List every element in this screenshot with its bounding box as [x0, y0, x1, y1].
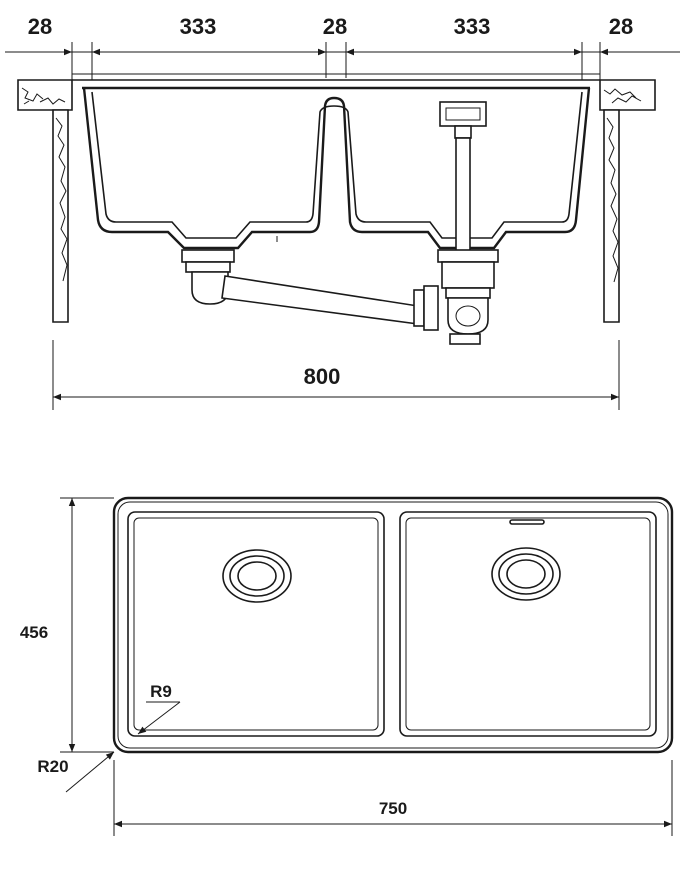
- top-dimension-chain: [5, 42, 680, 80]
- dim-depth: 456: [20, 623, 48, 642]
- countertop-right: [599, 79, 656, 323]
- depth-dimension-456: [60, 497, 114, 753]
- dim-right-overhang: 28: [609, 14, 633, 39]
- left-bowl: [127, 511, 385, 737]
- drain-icon: [222, 549, 292, 603]
- overflow-icon: [439, 101, 487, 257]
- dim-right-bowl: 333: [454, 14, 491, 39]
- drain-icon: [491, 547, 561, 601]
- dim-inner-radius: R9: [150, 682, 172, 701]
- drain-icon: [181, 249, 439, 331]
- inner-radius-callout: [137, 701, 181, 735]
- section-view: 28 333 28 333 28: [5, 14, 680, 410]
- dim-divider: 28: [323, 14, 347, 39]
- width-dimension-750: [113, 760, 673, 836]
- outer-radius-callout: [65, 751, 115, 793]
- sink-body-section: [72, 73, 600, 250]
- right-bowl: [399, 511, 657, 737]
- overall-dimension-800: [52, 340, 620, 410]
- dim-left-bowl: 333: [180, 14, 217, 39]
- overflow-slot: [509, 519, 545, 525]
- dim-left-overhang: 28: [28, 14, 52, 39]
- trap-assembly: [437, 249, 499, 345]
- dim-outer-radius: R20: [37, 757, 68, 776]
- sink-outline: [112, 496, 674, 754]
- dim-overall-cutout: 800: [304, 364, 341, 389]
- plan-view: 456 R9 R20 750: [20, 496, 674, 836]
- dim-overall-width: 750: [379, 799, 407, 818]
- countertop-left: [17, 79, 73, 323]
